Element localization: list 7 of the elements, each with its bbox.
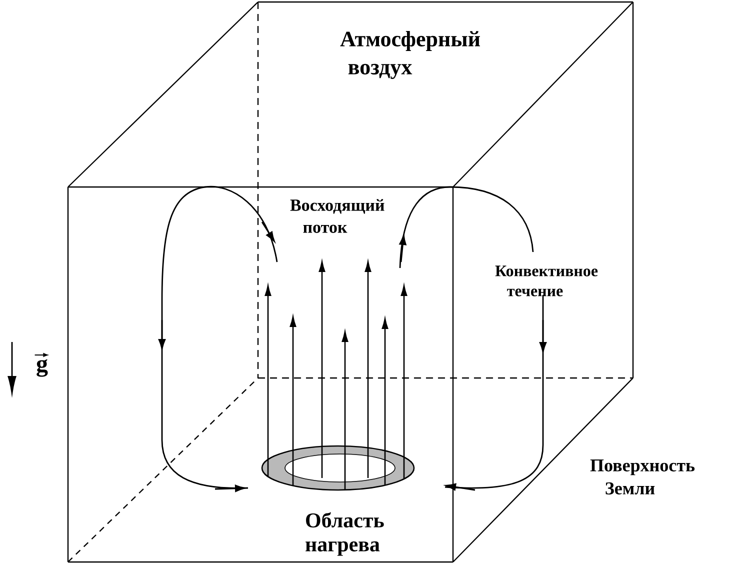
heating-ring bbox=[261, 445, 415, 491]
gravity-vector: g bbox=[34, 353, 48, 377]
heating-area-label: Область нагрева bbox=[306, 512, 384, 556]
label-text: Поверхность Земли bbox=[590, 460, 695, 494]
label-text: Атмосферный воздух bbox=[340, 31, 480, 79]
label-text: Конвективное течение bbox=[495, 266, 598, 296]
label-text: Восходящий поток bbox=[290, 199, 384, 233]
